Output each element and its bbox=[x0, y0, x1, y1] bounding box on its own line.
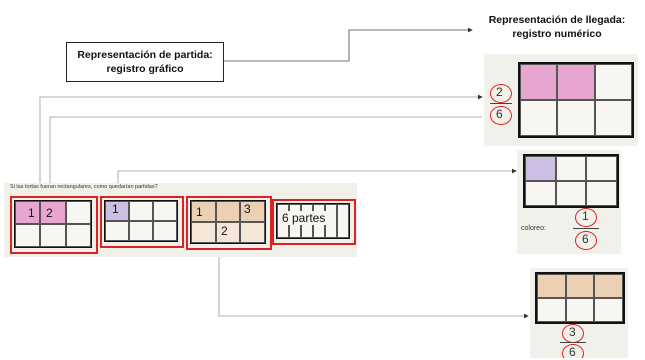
numerator-value: 2 bbox=[496, 85, 503, 99]
arrow-to-top-answer-1 bbox=[39, 94, 483, 200]
drawing-1-grid bbox=[14, 200, 92, 248]
arrow-to-bottom-answer bbox=[218, 257, 529, 319]
drawing-4-label: 6 partes bbox=[280, 211, 328, 225]
drawing-2-grid bbox=[104, 200, 178, 242]
denominator-value: 6 bbox=[496, 107, 503, 121]
rect-cake-grid bbox=[523, 154, 619, 208]
fraction-bar bbox=[490, 103, 512, 104]
denominator-circle bbox=[490, 106, 512, 125]
label-connector-arrow bbox=[224, 27, 473, 62]
start-representation-text: Representación de partida: registro gráf… bbox=[77, 49, 213, 75]
drawing-3-grid bbox=[190, 200, 266, 244]
fraction-bar bbox=[573, 228, 599, 229]
numerator-circle bbox=[575, 208, 597, 227]
numerator-circle bbox=[490, 84, 512, 103]
drawing-2-label-1: 1 bbox=[112, 202, 119, 216]
denominator-circle bbox=[575, 231, 597, 250]
rect-cake-grid bbox=[518, 62, 634, 138]
drawing-3-frame bbox=[186, 196, 272, 250]
denominator-value: 6 bbox=[582, 232, 589, 246]
rect-cake-grid bbox=[535, 272, 625, 324]
drawing-3-label-1: 1 bbox=[196, 205, 203, 219]
end-representation-text: Representación de llegada: registro numé… bbox=[488, 14, 626, 40]
numerator-value: 3 bbox=[569, 325, 576, 339]
middle-answer-photo: coloreo: 1 6 bbox=[517, 150, 621, 254]
drawing-2-frame bbox=[100, 196, 184, 248]
denominator-value: 6 bbox=[569, 345, 576, 358]
end-representation-label: Representación de llegada: registro numé… bbox=[474, 8, 640, 46]
arrow-to-top-answer-2 bbox=[49, 116, 482, 200]
drawing-1-label-2: 2 bbox=[46, 206, 53, 220]
drawing-1-frame bbox=[10, 196, 98, 254]
drawing-4-frame bbox=[272, 199, 356, 245]
bottom-answer-photo: 3 6 bbox=[530, 268, 628, 358]
fraction-bar bbox=[560, 342, 586, 343]
coloreo-label: coloreo: bbox=[521, 225, 546, 232]
top-answer-photo: 2 6 bbox=[484, 54, 638, 146]
drawing-1-label-1: 1 bbox=[28, 206, 35, 220]
drawing-3-label-2: 2 bbox=[221, 224, 228, 238]
denominator-circle bbox=[562, 344, 584, 358]
numerator-value: 1 bbox=[582, 209, 589, 223]
drawing-3-label-3: 3 bbox=[244, 202, 251, 216]
start-representation-label: Representación de partida: registro gráf… bbox=[66, 42, 224, 82]
worksheet-question: Si las tortas fueran rectangulares, como… bbox=[10, 184, 158, 190]
